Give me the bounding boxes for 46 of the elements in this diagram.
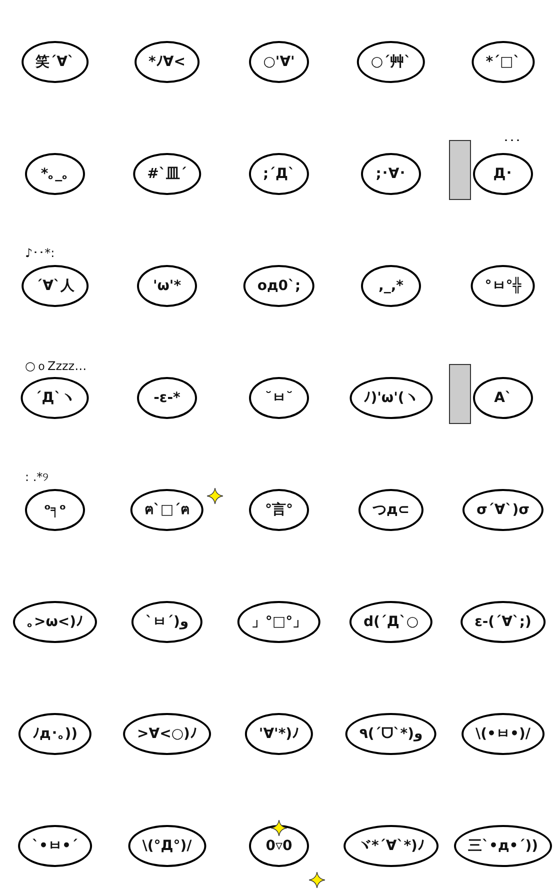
face-ellipse <box>473 153 533 195</box>
kaomoji-text: ,_,* <box>378 279 404 293</box>
kaomoji-text: Д･ <box>493 167 513 181</box>
kaomoji-text: ○´艸` <box>370 55 412 69</box>
kaomoji-text: oд0`; <box>257 279 301 293</box>
decoration-text: : .*୨ <box>25 470 49 484</box>
kaomoji-text: ヾ*´∀`*)ﾉ <box>358 839 424 853</box>
kaomoji-text: ;･∀･ <box>376 167 406 181</box>
face-ellipse <box>473 377 533 419</box>
kaomoji-text: *｡_｡ <box>40 167 70 181</box>
kaomoji-text: ´∀`人 <box>36 279 74 293</box>
kaomoji-text: σ´∀`)σ <box>476 503 530 517</box>
kaomoji-text: *ﾉ∀< <box>148 55 186 69</box>
kaomoji-text: A` <box>494 391 512 405</box>
kaomoji-text: ﾉд･｡)) <box>32 727 78 741</box>
kaomoji-text: ᵒ╕ᵒ <box>44 503 66 517</box>
decoration-text: ○ｏZzzz… <box>25 358 87 375</box>
kaomoji-text: #`皿´ <box>147 167 187 181</box>
kaomoji-text: 'ω'* <box>152 279 182 293</box>
kaomoji-text: ฅ`□´ฅ <box>144 503 190 517</box>
kaomoji-text: ˘ㅂ˘ <box>265 391 293 405</box>
kaomoji-text: ε-(´∀`;) <box>474 615 532 629</box>
decoration-text: ･･･ <box>503 134 521 148</box>
kaomoji-text: ;´Д` <box>262 167 296 181</box>
kaomoji-text: *´□` <box>486 55 520 69</box>
kaomoji-text: 笑´∀` <box>36 55 74 69</box>
kaomoji-text: ٩(´ᗜ`*)و <box>359 727 423 741</box>
kaomoji-text: `ㅂ´)و <box>145 615 189 629</box>
kaomoji-text: 三`•д•´)) <box>468 839 538 853</box>
kaomoji-text: \(°Д°)/ <box>142 839 192 853</box>
kaomoji-text: つд⊂ <box>372 503 410 517</box>
decoration-text: ♪･･*: <box>25 246 55 260</box>
kaomoji-text: \(•ㅂ•)/ <box>476 727 530 741</box>
kaomoji-text: 」°□°」 <box>251 615 307 629</box>
kaomoji-text: -ε-* <box>154 391 180 405</box>
kaomoji-text: `•ㅂ•´ <box>32 839 78 853</box>
kaomoji-text: °ㅂ°╬ <box>484 279 522 293</box>
kaomoji-text: d(´Д`○ <box>363 615 419 629</box>
kaomoji-text: ﾉ)'ω'(ヽ <box>364 391 418 405</box>
kaomoji-text: 0▿0 <box>266 839 292 853</box>
kaomoji-text: ｡>ω<)ﾉ <box>26 615 84 629</box>
kaomoji-text: ○'∀' <box>263 55 295 69</box>
kaomoji-text: ´Д`ヽ <box>34 391 76 405</box>
kaomoji-text: '∀'*)ﾉ <box>258 727 300 741</box>
kaomoji-text: °言° <box>265 503 293 517</box>
kaomoji-text: >∀<○)ﾉ <box>137 727 197 741</box>
